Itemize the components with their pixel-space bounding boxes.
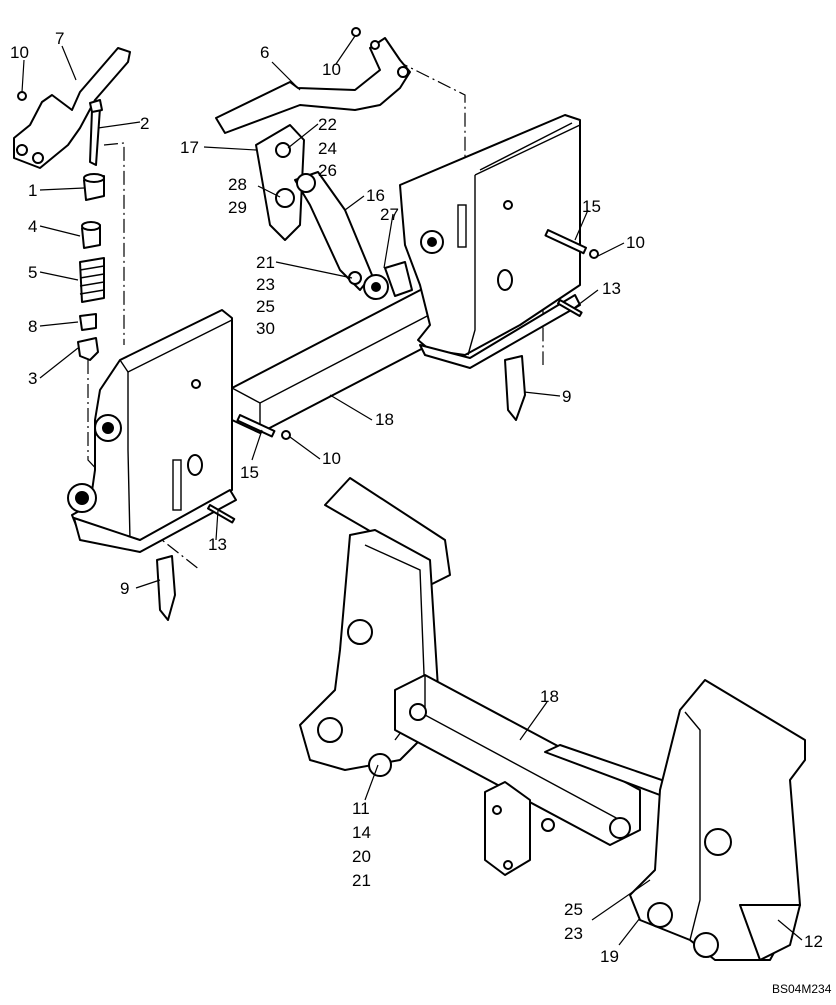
- upper-frame: [67, 114, 581, 553]
- callout-25-b: 25: [564, 900, 583, 919]
- callout-13-a: 13: [602, 279, 621, 298]
- callout-2: 2: [140, 114, 149, 133]
- latch-stack: [77, 173, 105, 361]
- callout-14: 14: [352, 823, 371, 842]
- callout-30: 30: [256, 319, 275, 338]
- callout-19: 19: [600, 947, 619, 966]
- callout-25-a: 25: [256, 297, 275, 316]
- callout-13-b: 13: [208, 535, 227, 554]
- callout-7: 7: [55, 29, 64, 48]
- callout-10-c: 10: [626, 233, 645, 252]
- callout-10-b: 10: [322, 60, 341, 79]
- callout-12: 12: [804, 932, 823, 951]
- callout-18-a: 18: [375, 410, 394, 429]
- callout-18-b: 18: [540, 687, 559, 706]
- callout-5: 5: [28, 263, 37, 282]
- callout-10-d: 10: [322, 449, 341, 468]
- callout-27: 27: [380, 205, 399, 224]
- callout-28: 28: [228, 175, 247, 194]
- callout-4: 4: [28, 217, 37, 236]
- callout-21-a: 21: [256, 253, 275, 272]
- callout-24: 24: [318, 139, 337, 158]
- lock-linkage: [255, 124, 413, 300]
- callout-10-a: 10: [10, 43, 29, 62]
- callout-labels: 10 7 2 1 4 5 8 3 6 10 22 24 26 17 28 29 …: [10, 29, 832, 996]
- callout-6: 6: [260, 43, 269, 62]
- callout-15-a: 15: [582, 197, 601, 216]
- callout-8: 8: [28, 317, 37, 336]
- callout-15-b: 15: [240, 463, 259, 482]
- handle-7: [13, 47, 131, 169]
- callout-29: 29: [228, 198, 247, 217]
- callout-21-b: 21: [352, 871, 371, 890]
- callout-26: 26: [318, 161, 337, 180]
- leader-lines: [21, 35, 803, 946]
- pins: [17, 27, 599, 621]
- callout-20: 20: [352, 847, 371, 866]
- callout-23-a: 23: [256, 275, 275, 294]
- callout-3: 3: [28, 369, 37, 388]
- callout-1: 1: [28, 181, 37, 200]
- drawing-code: BS04M234: [772, 982, 832, 996]
- callout-23-b: 23: [564, 924, 583, 943]
- callout-22: 22: [318, 115, 337, 134]
- callout-11: 11: [352, 799, 370, 818]
- callout-9-a: 9: [562, 387, 571, 406]
- callout-17: 17: [180, 138, 199, 157]
- handle-6: [215, 37, 411, 134]
- lower-frame: [299, 477, 806, 961]
- callout-16: 16: [366, 186, 385, 205]
- callout-9-b: 9: [120, 579, 129, 598]
